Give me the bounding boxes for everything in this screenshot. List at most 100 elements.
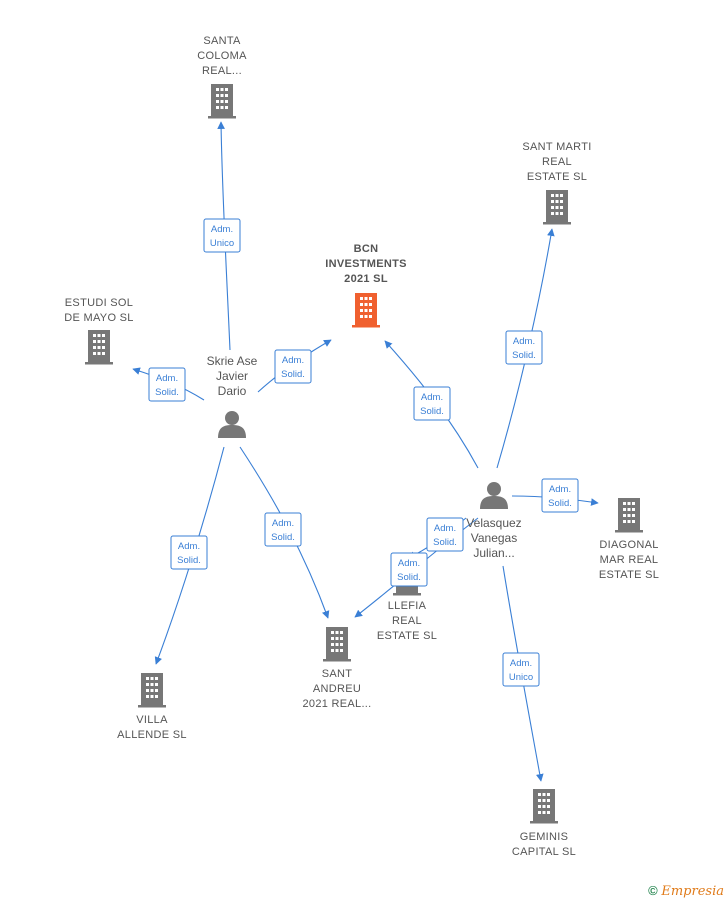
edge-role-text: Solid. bbox=[397, 572, 421, 583]
brand-footer[interactable]: © Empresia bbox=[648, 883, 724, 899]
edge-role-box bbox=[426, 517, 464, 552]
edge-role-box bbox=[264, 512, 302, 547]
company-node-diagonal-mar[interactable]: DIAGONAL MAR REAL ESTATE SL bbox=[599, 498, 659, 581]
edge-role-text: Solid. bbox=[420, 406, 444, 417]
edge-role-text: Adm. bbox=[156, 373, 178, 384]
brand-logo-text: mpresia bbox=[670, 884, 724, 899]
edge-role-text: Adm. bbox=[510, 658, 532, 669]
edge-role-text: Adm. bbox=[434, 523, 456, 534]
company-name-line: ESTATE SL bbox=[527, 171, 587, 183]
edge-role-text: Solid. bbox=[177, 555, 201, 566]
edge-role-text: Adm. bbox=[282, 355, 304, 366]
edge-role-text: Adm. bbox=[549, 484, 571, 495]
company-name-line: ANDREU bbox=[313, 683, 361, 695]
edge-role-box bbox=[274, 349, 312, 384]
edge-role-badge[interactable]: Adm. Solid. bbox=[541, 478, 579, 513]
edge-role-text: Solid. bbox=[155, 387, 179, 398]
company-name-line: REAL bbox=[542, 156, 572, 168]
building-icon bbox=[208, 84, 236, 119]
company-name-line: 2021 SL bbox=[344, 273, 388, 285]
company-name-line: ALLENDE SL bbox=[117, 729, 187, 741]
edge-role-text: Unico bbox=[509, 672, 533, 683]
edge-role-badge[interactable]: Adm. Solid. bbox=[505, 330, 543, 365]
company-name-line: REAL bbox=[392, 615, 422, 627]
company-name-line: SANTA bbox=[203, 35, 241, 47]
person-name-line: Julian... bbox=[473, 546, 514, 560]
building-icon bbox=[85, 330, 113, 365]
building-icon bbox=[615, 498, 643, 533]
edge-role-text: Adm. bbox=[178, 541, 200, 552]
company-node-bcn[interactable]: BCN INVESTMENTS 2021 SL bbox=[325, 243, 407, 328]
edge-role-text: Adm. bbox=[272, 518, 294, 529]
edge-role-text: Solid. bbox=[281, 369, 305, 380]
company-name-line: REAL... bbox=[202, 65, 242, 77]
building-icon bbox=[323, 627, 351, 662]
edge-role-text: Solid. bbox=[271, 532, 295, 543]
company-name-line: LLEFIA bbox=[388, 600, 427, 612]
company-name-line: ESTATE SL bbox=[377, 630, 437, 642]
person-name-line: Dario bbox=[218, 384, 247, 398]
edge-role-text: Adm. bbox=[421, 392, 443, 403]
company-name-line: DIAGONAL bbox=[599, 539, 658, 551]
edge-role-box bbox=[502, 652, 540, 687]
building-icon bbox=[530, 789, 558, 824]
person-name-line: Vanegas bbox=[471, 531, 517, 545]
person-icon bbox=[480, 482, 508, 509]
edge-role-box bbox=[148, 367, 186, 402]
company-name-line: DE MAYO SL bbox=[64, 312, 133, 324]
company-name-line: SANT bbox=[322, 668, 353, 680]
company-name-line: COLOMA bbox=[197, 50, 247, 62]
edge-role-badge[interactable]: Adm. Unico bbox=[203, 218, 241, 253]
edge-role-text: Adm. bbox=[398, 558, 420, 569]
edge-role-box bbox=[390, 552, 428, 587]
company-node-santa-coloma[interactable]: SANTA COLOMA REAL... bbox=[197, 35, 247, 119]
person-name-line: Velasquez bbox=[466, 516, 521, 530]
person-node-velasquez[interactable]: VelasquezVanegasJulian... bbox=[466, 482, 522, 560]
edge-role-text: Solid. bbox=[548, 498, 572, 509]
edge-role-box bbox=[170, 535, 208, 570]
edge-role-text: Unico bbox=[210, 238, 234, 249]
company-name-line: ESTATE SL bbox=[599, 569, 659, 581]
brand-logo-initial: E bbox=[661, 884, 671, 899]
company-node-llefia[interactable]: LLEFIA REAL ESTATE SL bbox=[377, 561, 437, 642]
edge-role-text: Adm. bbox=[513, 336, 535, 347]
company-name-line: GEMINIS bbox=[520, 831, 569, 843]
edge-role-text: Solid. bbox=[512, 350, 536, 361]
edge-role-text: Adm. bbox=[211, 224, 233, 235]
edge-role-badge[interactable]: Adm. Solid. bbox=[264, 512, 302, 547]
edge-role-badge[interactable]: Adm. Solid. bbox=[390, 552, 428, 587]
edge-role-badge[interactable]: Adm. Solid. bbox=[274, 349, 312, 384]
edge-role-badge[interactable]: Adm. Solid. bbox=[413, 386, 451, 421]
edge-role-badge[interactable]: Adm. Solid. bbox=[426, 517, 464, 552]
edge-role-box bbox=[413, 386, 451, 421]
edge-role-text: Solid. bbox=[433, 537, 457, 548]
company-node-estudi-sol[interactable]: ESTUDI SOL DE MAYO SL bbox=[64, 297, 133, 365]
edge-role-badge[interactable]: Adm. Solid. bbox=[170, 535, 208, 570]
company-node-geminis[interactable]: GEMINIS CAPITAL SL bbox=[512, 789, 576, 858]
company-name-line: INVESTMENTS bbox=[325, 258, 407, 270]
company-name-line: BCN bbox=[354, 243, 379, 255]
company-name-line: ESTUDI SOL bbox=[65, 297, 133, 309]
person-icon bbox=[218, 411, 246, 438]
building-icon bbox=[138, 673, 166, 708]
company-name-line: CAPITAL SL bbox=[512, 846, 576, 858]
copyright-icon: © bbox=[648, 883, 658, 898]
edge-role-badge[interactable]: Adm. Unico bbox=[502, 652, 540, 687]
company-node-sant-marti[interactable]: SANT MARTI REAL ESTATE SL bbox=[522, 141, 591, 225]
building-icon bbox=[352, 293, 380, 328]
edge-role-box bbox=[541, 478, 579, 513]
edge-labels-layer: Adm.UnicoAdm.Solid.Adm.Solid.Adm.Solid.A… bbox=[148, 218, 579, 687]
edge-role-box bbox=[505, 330, 543, 365]
company-name-line: SANT MARTI bbox=[522, 141, 591, 153]
company-name-line: VILLA bbox=[136, 714, 168, 726]
company-name-line: MAR REAL bbox=[600, 554, 659, 566]
edge-role-box bbox=[203, 218, 241, 253]
person-name-line: Skrie Ase bbox=[207, 354, 258, 368]
edge-role-badge[interactable]: Adm. Solid. bbox=[148, 367, 186, 402]
company-node-villa-allende[interactable]: VILLA ALLENDE SL bbox=[117, 673, 187, 741]
building-icon bbox=[543, 190, 571, 225]
